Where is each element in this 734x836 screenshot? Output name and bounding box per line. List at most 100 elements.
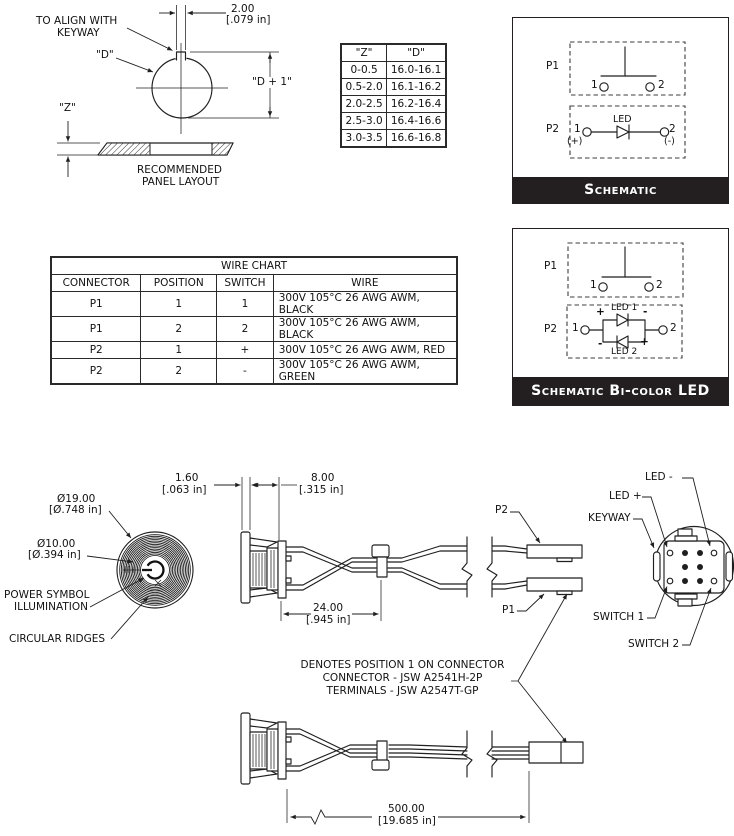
keyway-label: KEYWAY (588, 512, 631, 524)
p2-connector (526, 544, 583, 559)
sch2-p2-label: P2 (544, 323, 558, 335)
sch2-led2-minus: - (598, 338, 603, 350)
led-minus-label: LED - (645, 471, 673, 483)
break-mark (461, 730, 473, 778)
schematic-banner: Schematic (513, 177, 728, 203)
flange-dim-in: [.063 in] (162, 484, 207, 496)
cable-clip-head (371, 759, 390, 771)
side-tab-left (652, 551, 661, 582)
schematic-circuit (569, 41, 686, 159)
keyway-width-dim-in: [.079 in] (226, 14, 271, 26)
inner-dia-dim: Ø10.00 (37, 538, 76, 550)
wire-chart-title: WIRE CHART (50, 256, 458, 275)
sch2-led2-label: LED 2 (611, 347, 638, 357)
pin-led-minus (710, 549, 718, 557)
sch1-p2-label: P2 (546, 123, 560, 135)
p2-callout: P2 (495, 504, 509, 516)
sch2-led1-minus: - (643, 306, 648, 318)
keyway-tab (677, 528, 693, 537)
connector-notes: DENOTES POSITION 1 ON CONNECTOR CONNECTO… (285, 659, 520, 698)
sch1-p2-pin2-label: 2 (669, 123, 676, 135)
cable-assembly-drawing (214, 477, 583, 621)
p1-connector (526, 577, 583, 592)
cable-clip-band (376, 556, 388, 578)
power-symbol-icon (146, 560, 165, 580)
sch2-pin2-label: 2 (656, 279, 663, 291)
sch1-p2-pin1-label: 1 (574, 123, 581, 135)
schematic-bicolor-banner: Schematic Bi-color LED (513, 377, 728, 405)
note-line3: TERMINALS - JSW A2547T-GP (326, 685, 479, 697)
strip-dim: 24.00 (313, 602, 344, 614)
body-dim-in: [.315 in] (299, 484, 344, 496)
power-symbol-label2: ILLUMINATION (14, 601, 88, 613)
break-mark (461, 536, 473, 598)
switch2-label: SWITCH 2 (628, 638, 680, 650)
sch2-pin1-label: 1 (590, 279, 597, 291)
power-symbol-label: POWER SYMBOL (4, 589, 90, 601)
sch2-p2-pin2-label: 2 (670, 322, 677, 334)
led1-diode (616, 313, 629, 327)
sch1-led-label: LED (613, 114, 632, 125)
sch2-led1-label: LED 1 (611, 303, 638, 313)
align-keyway-label2: KEYWAY (57, 27, 100, 39)
panel-layout-drawing (57, 5, 279, 177)
p1-callout: P1 (502, 604, 516, 616)
length-dim: 500.00 (386, 803, 427, 815)
circular-ridges-label: CIRCULAR RIDGES (9, 633, 106, 645)
schematic-bicolor-box: Schematic Bi-color LED (512, 228, 729, 406)
panel-caption2: PANEL LAYOUT (142, 176, 220, 188)
end-connector (528, 741, 584, 764)
align-keyway-label: TO ALIGN WITH (36, 15, 118, 27)
pin-switch-1 (666, 577, 674, 585)
led2-diode (616, 335, 629, 349)
schematic-box: Schematic (512, 17, 729, 204)
terminal-2 (645, 82, 655, 92)
d-plus-one-label: "D + 1" (250, 76, 294, 88)
inner-dia-dim-in: [Ø.394 in] (28, 549, 81, 561)
outer-dia-dim-in: [Ø.748 in] (49, 504, 102, 516)
sch1-minus-label: (-) (664, 136, 675, 147)
sch1-pin2-label: 2 (658, 79, 665, 91)
sch2-led1-plus: + (596, 306, 605, 318)
rear-view-drawing (633, 477, 734, 646)
break-mark (486, 536, 498, 598)
bicolor-schematic-circuit (566, 242, 684, 359)
led-plus-label: LED + (609, 490, 642, 502)
length-view-drawing (240, 712, 584, 826)
sch1-pin1-label: 1 (591, 79, 598, 91)
panel-caption: RECOMMENDED (137, 164, 222, 176)
note-line2: CONNECTOR - JSW A2541H-2P (322, 672, 483, 684)
flange-dim: 1.60 (175, 472, 199, 484)
cable-clip-band (376, 740, 388, 763)
terminal-1 (599, 82, 609, 92)
note-line1: DENOTES POSITION 1 ON CONNECTOR (300, 659, 505, 671)
switch1-label: SWITCH 1 (593, 611, 645, 623)
sch1-plus-label: (+) (567, 136, 583, 147)
sch1-p1-label: P1 (546, 60, 560, 72)
wire-chart-table: WIRE CHART CONNECTOR POSITION SWITCH WIR… (50, 256, 458, 385)
sch2-led2-plus: + (640, 336, 649, 348)
sch2-p1-label: P1 (544, 260, 558, 272)
body-dim: 8.00 (311, 472, 335, 484)
sch2-p2-pin1-label: 1 (572, 322, 579, 334)
notes-leader-lines (511, 593, 568, 744)
length-dim-in: [19.685 in] (376, 815, 438, 827)
break-mark (486, 730, 498, 778)
front-view-drawing (86, 510, 194, 640)
zd-col-d: "D" (386, 43, 447, 62)
side-tab-right (725, 551, 734, 582)
d-label: "D" (96, 49, 114, 61)
pin-led-plus (666, 549, 674, 557)
